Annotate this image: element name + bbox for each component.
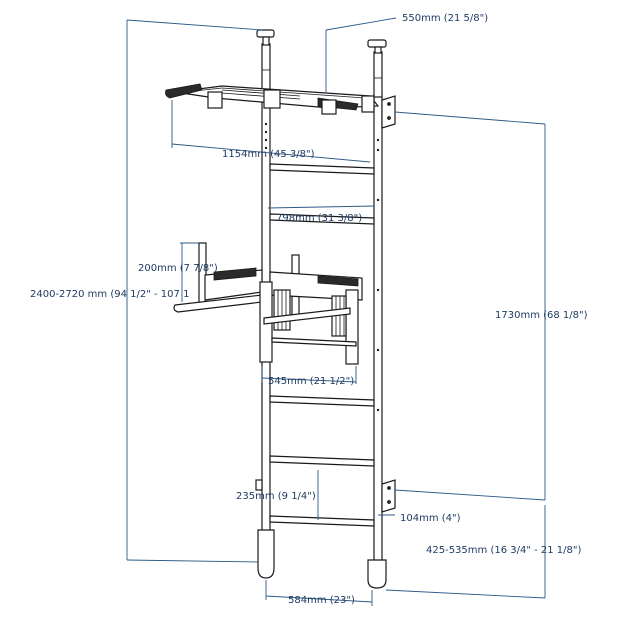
dimension-labels: 550mm (21 5/8") 1154mm (45 3/8") 798mm (…	[30, 13, 588, 606]
base-width-label: 584mm (23")	[288, 595, 355, 606]
left-side-tab	[255, 479, 263, 491]
pullup-mount-plate	[321, 99, 337, 115]
ladder-height-label: 1730mm (68 1/8")	[495, 310, 588, 321]
ladder-height-bottom-ext	[394, 489, 546, 501]
pullup-mount-plate	[361, 95, 375, 113]
pullup-mount-plate	[207, 91, 223, 109]
ladder-rung	[269, 213, 375, 225]
upper-wall-bracket	[381, 95, 396, 129]
wall-bars-drawing	[165, 29, 396, 589]
dip-width-line	[261, 377, 357, 383]
ladder-rung	[269, 455, 375, 467]
pullup-left-grip	[165, 83, 203, 99]
right-top-post	[373, 51, 383, 98]
pullup-mount-plate	[263, 89, 281, 109]
dip-right-bar	[263, 307, 351, 325]
bracket-bolt	[387, 116, 391, 120]
bottom-height-label: 425-535mm (16 3/4" - 21 1/8")	[426, 545, 582, 556]
ladder-rung	[269, 515, 375, 527]
dip-height-label: 200mm (7 7/8")	[138, 263, 218, 274]
left-top-cap	[256, 29, 275, 38]
dip-cross-bar	[271, 337, 357, 347]
wall-offset-label: 104mm (4")	[400, 513, 461, 524]
ladder-rung	[269, 163, 375, 175]
ladder-rungs	[269, 163, 375, 527]
pullup-width-line	[171, 143, 371, 163]
right-upright	[373, 94, 383, 566]
left-top-post	[261, 43, 271, 95]
bracket-bolt	[387, 500, 391, 504]
rung-width-line	[267, 205, 375, 209]
top-offset-label: 550mm (21 5/8")	[402, 13, 488, 24]
lower-wall-bracket	[381, 479, 396, 513]
base-width-line	[265, 595, 373, 603]
dimension-lines	[126, 17, 546, 606]
bracket-bolt	[387, 102, 391, 106]
dip-bar	[173, 242, 363, 365]
pullup-width-label: 1154mm (45 3/8")	[222, 149, 315, 160]
bracket-bolt	[387, 486, 391, 490]
total-height-top-ext	[126, 19, 263, 31]
left-top-neck	[262, 36, 270, 46]
dip-right-pad	[317, 275, 359, 287]
left-foot	[257, 529, 275, 579]
dip-left-pad	[213, 267, 257, 281]
pullup-bar	[165, 83, 380, 412]
right-foot	[367, 559, 387, 589]
total-height-bottom-ext	[126, 559, 259, 563]
top-offset-line	[325, 17, 397, 31]
right-top-cap	[367, 39, 387, 48]
right-top-neck	[374, 46, 382, 54]
dip-width-label: 545mm (21 1/2")	[268, 376, 354, 387]
ladder-height-top-ext	[394, 111, 546, 125]
ladder-rung	[269, 395, 375, 407]
total-height-label: 2400-2720 mm (94 1/2" - 107 1	[30, 289, 189, 300]
dip-left-bar	[173, 294, 263, 313]
rung-spacing-label: 235mm (9 1/4")	[236, 491, 316, 502]
bottom-height-ext	[385, 589, 546, 599]
rung-width-label: 798mm (31 3/8")	[276, 213, 362, 224]
dip-right-plate	[345, 289, 359, 365]
